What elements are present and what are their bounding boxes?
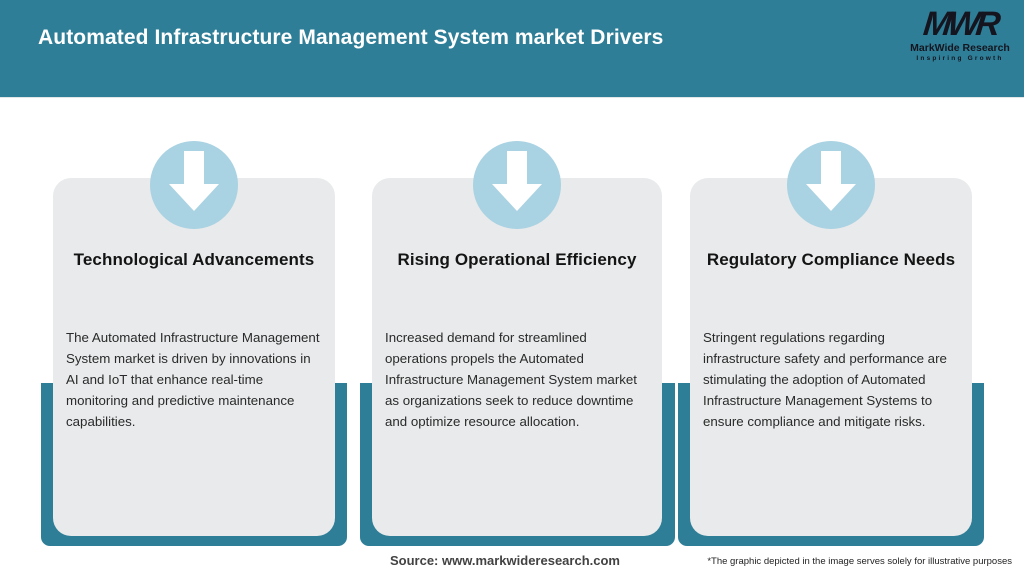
card-description: The Automated Infrastructure Management … [66,330,320,429]
card-title: Technological Advancements [73,250,315,269]
driver-card-regulatory-compliance-needs: Regulatory Compliance Needs Stringent re… [690,178,972,536]
logo-mark-mwr: MWR [921,5,999,43]
card-2-circle-badge [473,141,561,229]
disclaimer-text: *The graphic depicted in the image serve… [707,556,1012,567]
card-3-circle-badge [787,141,875,229]
markwide-research-logo: MWR MarkWide Research Inspiring Growth [910,5,1010,63]
logo-tagline: Inspiring Growth [916,55,1004,62]
driver-card-technological-advancements: Technological Advancements The Automated… [53,178,335,536]
card-title: Rising Operational Efficiency [397,250,637,269]
arrow-down-icon [492,151,542,211]
card-description: Stringent regulations regarding infrastr… [703,330,947,429]
card-1-circle-badge [150,141,238,229]
header-bar: Automated Infrastructure Management Syst… [0,0,1024,97]
card-title: Regulatory Compliance Needs [706,250,956,269]
driver-card-rising-operational-efficiency: Rising Operational Efficiency Increased … [372,178,662,536]
logo-company-name: MarkWide Research [910,42,1010,54]
arrow-down-icon [806,151,856,211]
source-text: Source: www.markwideresearch.com [389,553,620,568]
page-title: Automated Infrastructure Management Syst… [38,26,664,49]
card-description: Increased demand for streamlined operati… [385,330,637,429]
arrow-down-icon [169,151,219,211]
